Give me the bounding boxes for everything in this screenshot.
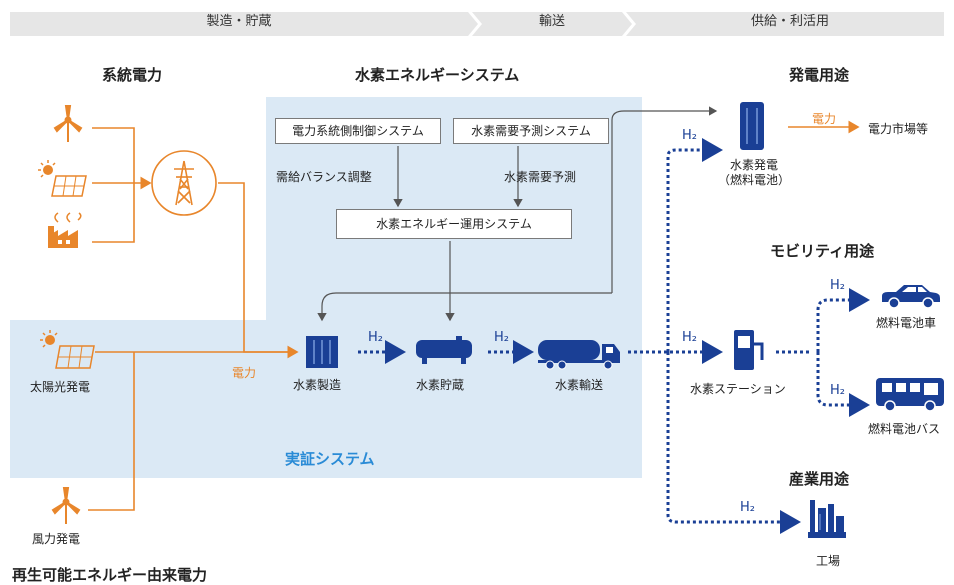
h2-power-label-line2: （燃料電池） [718, 173, 791, 187]
demand-forecast-box: 水素需要予測システム [453, 118, 609, 144]
solar-label: 太陽光発電 [30, 380, 91, 394]
fc-bus-label: 燃料電池バス [868, 422, 941, 436]
hydrogen-dispenser-icon [734, 330, 764, 370]
title-mobility-use: モビリティ用途 [770, 242, 875, 260]
power-market-label: 電力市場等 [868, 122, 929, 136]
storage-label: 水素貯蔵 [416, 378, 465, 392]
wind-label: 風力発電 [32, 532, 81, 546]
title-h2-energy-system: 水素エネルギーシステム [355, 66, 520, 84]
fuel-cell-bus-icon [876, 378, 944, 412]
factory-icon [808, 500, 846, 538]
power-label: 電力 [232, 366, 257, 380]
wind-turbine-icon [51, 487, 81, 524]
h2-label-station: H₂ [682, 330, 697, 345]
title-renewable: 再生可能エネルギー由来電力 [12, 566, 208, 584]
electrolyzer-icon [306, 336, 338, 368]
h2-label-power: H₂ [682, 128, 697, 143]
transmission-tower-icon [174, 160, 194, 206]
solar-panel-icon [40, 330, 95, 369]
title-power-use: 発電用途 [789, 66, 850, 84]
fuel-cell-car-icon [882, 285, 940, 309]
grid-power-lines [88, 127, 299, 511]
station-label: 水素ステーション [690, 382, 786, 396]
forecast-label: 水素需要予測 [504, 170, 577, 184]
grid-control-box: 電力系統側制御システム [275, 118, 441, 144]
title-demo-system: 実証システム [285, 450, 375, 468]
h2-power-label: 水素発電 （燃料電池） [718, 158, 790, 188]
h2-label-production: H₂ [368, 330, 383, 345]
production-label: 水素製造 [293, 378, 342, 392]
h2-label-storage: H₂ [494, 330, 509, 345]
h2-flows [358, 138, 870, 534]
control-arrows [317, 106, 718, 322]
wind-turbine-icon [53, 105, 83, 142]
transport-label: 水素輸送 [555, 378, 604, 392]
demo-system-region [10, 97, 642, 478]
h2-label-factory: H₂ [740, 500, 755, 515]
power-plant-icon [48, 212, 82, 248]
phase-production: 製造・貯蔵 [206, 14, 272, 29]
storage-tank-icon [416, 336, 472, 364]
phase-transport: 輸送 [538, 14, 565, 29]
phase-bar [10, 12, 944, 36]
factory-label: 工場 [816, 554, 841, 568]
h2-label-car: H₂ [830, 278, 845, 293]
fc-car-label: 燃料電池車 [876, 316, 937, 330]
title-grid-power: 系統電力 [102, 66, 163, 84]
fuel-cell-icon [740, 102, 764, 150]
title-industrial-use: 産業用途 [789, 470, 850, 488]
h2-label-bus: H₂ [830, 383, 845, 398]
balance-label: 需給バランス調整 [276, 170, 372, 184]
power-out-label: 電力 [812, 112, 837, 126]
operation-system-box: 水素エネルギー運用システム [336, 209, 572, 239]
phase-supply: 供給・利活用 [750, 14, 829, 29]
tanker-truck-icon [538, 340, 620, 370]
solar-panel-icon [38, 160, 87, 197]
h2-power-label-line1: 水素発電 [729, 158, 778, 172]
